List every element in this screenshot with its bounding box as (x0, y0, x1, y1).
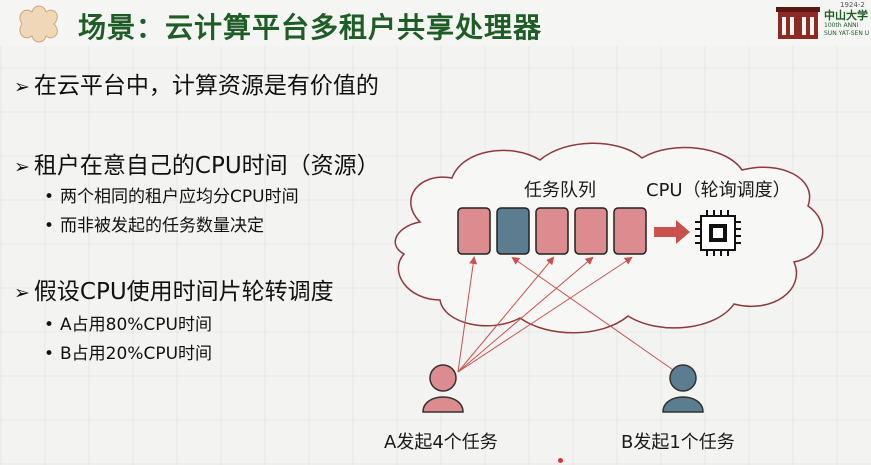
assign-arrow (457, 256, 633, 373)
bullet-item: ➢假设CPU使用时间片轮转调度 (14, 272, 334, 306)
bullet-item: ➢租户在意自己的CPU时间（资源） (14, 146, 380, 180)
slide-title: 场景：云计算平台多租户共享处理器 (78, 11, 543, 44)
bullet-dot-icon: • (44, 315, 55, 335)
title-emblem-icon (19, 5, 58, 43)
logo-name-en: SUN YAT-SEN U (824, 30, 870, 37)
bullet-arrow-icon: ➢ (14, 156, 30, 178)
task-box-a (457, 207, 491, 255)
task-queue (457, 207, 647, 255)
task-box-a (613, 207, 647, 255)
bullet-text: 假设CPU使用时间片轮转调度 (33, 279, 334, 305)
sub-bullet-item: •两个相同的租户应均分CPU时间 (44, 182, 299, 207)
cpu-label: CPU（轮询调度） (646, 180, 791, 201)
task-box-b (496, 207, 530, 255)
laser-pointer-dot (558, 458, 563, 463)
sub-bullet-item: •B占用20%CPU时间 (44, 339, 212, 364)
title-bar: 场景：云计算平台多租户共享处理器 1924-2 中山大学 100th ANNI … (0, 0, 871, 46)
queue-to-cpu-arrow (654, 220, 690, 244)
sub-bullet-text: 而非被发起的任务数量决定 (60, 216, 264, 236)
bullet-item: ➢在云平台中，计算资源是有价值的 (14, 66, 379, 100)
assign-arrow (511, 256, 677, 373)
sub-bullet-item: •A占用80%CPU时间 (44, 310, 212, 335)
user-a-label: A发起4个任务 (384, 432, 498, 453)
cloud-shape (394, 142, 824, 334)
bullet-dot-icon: • (44, 344, 55, 364)
bullet-arrow-icon: ➢ (14, 76, 30, 98)
logo-name-cn: 中山大学 (824, 9, 868, 22)
bullet-dot-icon: • (44, 216, 55, 236)
bullet-arrow-icon: ➢ (14, 282, 30, 304)
logo-anniversary: 100th ANNI (824, 22, 859, 29)
user-b-icon (662, 364, 704, 413)
bullet-text: 在云平台中，计算资源是有价值的 (33, 73, 379, 99)
task-box-a (535, 207, 569, 255)
task-box-a (574, 207, 608, 255)
assign-arrow (457, 256, 555, 373)
cpu-chip-icon (695, 210, 741, 256)
sub-bullet-item: •而非被发起的任务数量决定 (44, 211, 264, 236)
bullet-text: 租户在意自己的CPU时间（资源） (33, 153, 380, 179)
user-b-label: B发起1个任务 (621, 432, 735, 453)
university-logo: 1924-2 中山大学 100th ANNI SUN YAT-SEN U (776, 1, 871, 43)
task-queue-label: 任务队列 (524, 180, 596, 201)
logo-year: 1924-2 (840, 1, 865, 9)
sub-bullet-text: A占用80%CPU时间 (60, 315, 212, 335)
university-gate-icon (776, 7, 820, 39)
bullet-dot-icon: • (44, 187, 55, 207)
sub-bullet-text: 两个相同的租户应均分CPU时间 (60, 187, 299, 207)
assign-arrow (457, 256, 478, 373)
sub-bullet-text: B占用20%CPU时间 (60, 344, 213, 364)
assign-arrow (457, 256, 594, 373)
user-a-icon (422, 364, 464, 413)
